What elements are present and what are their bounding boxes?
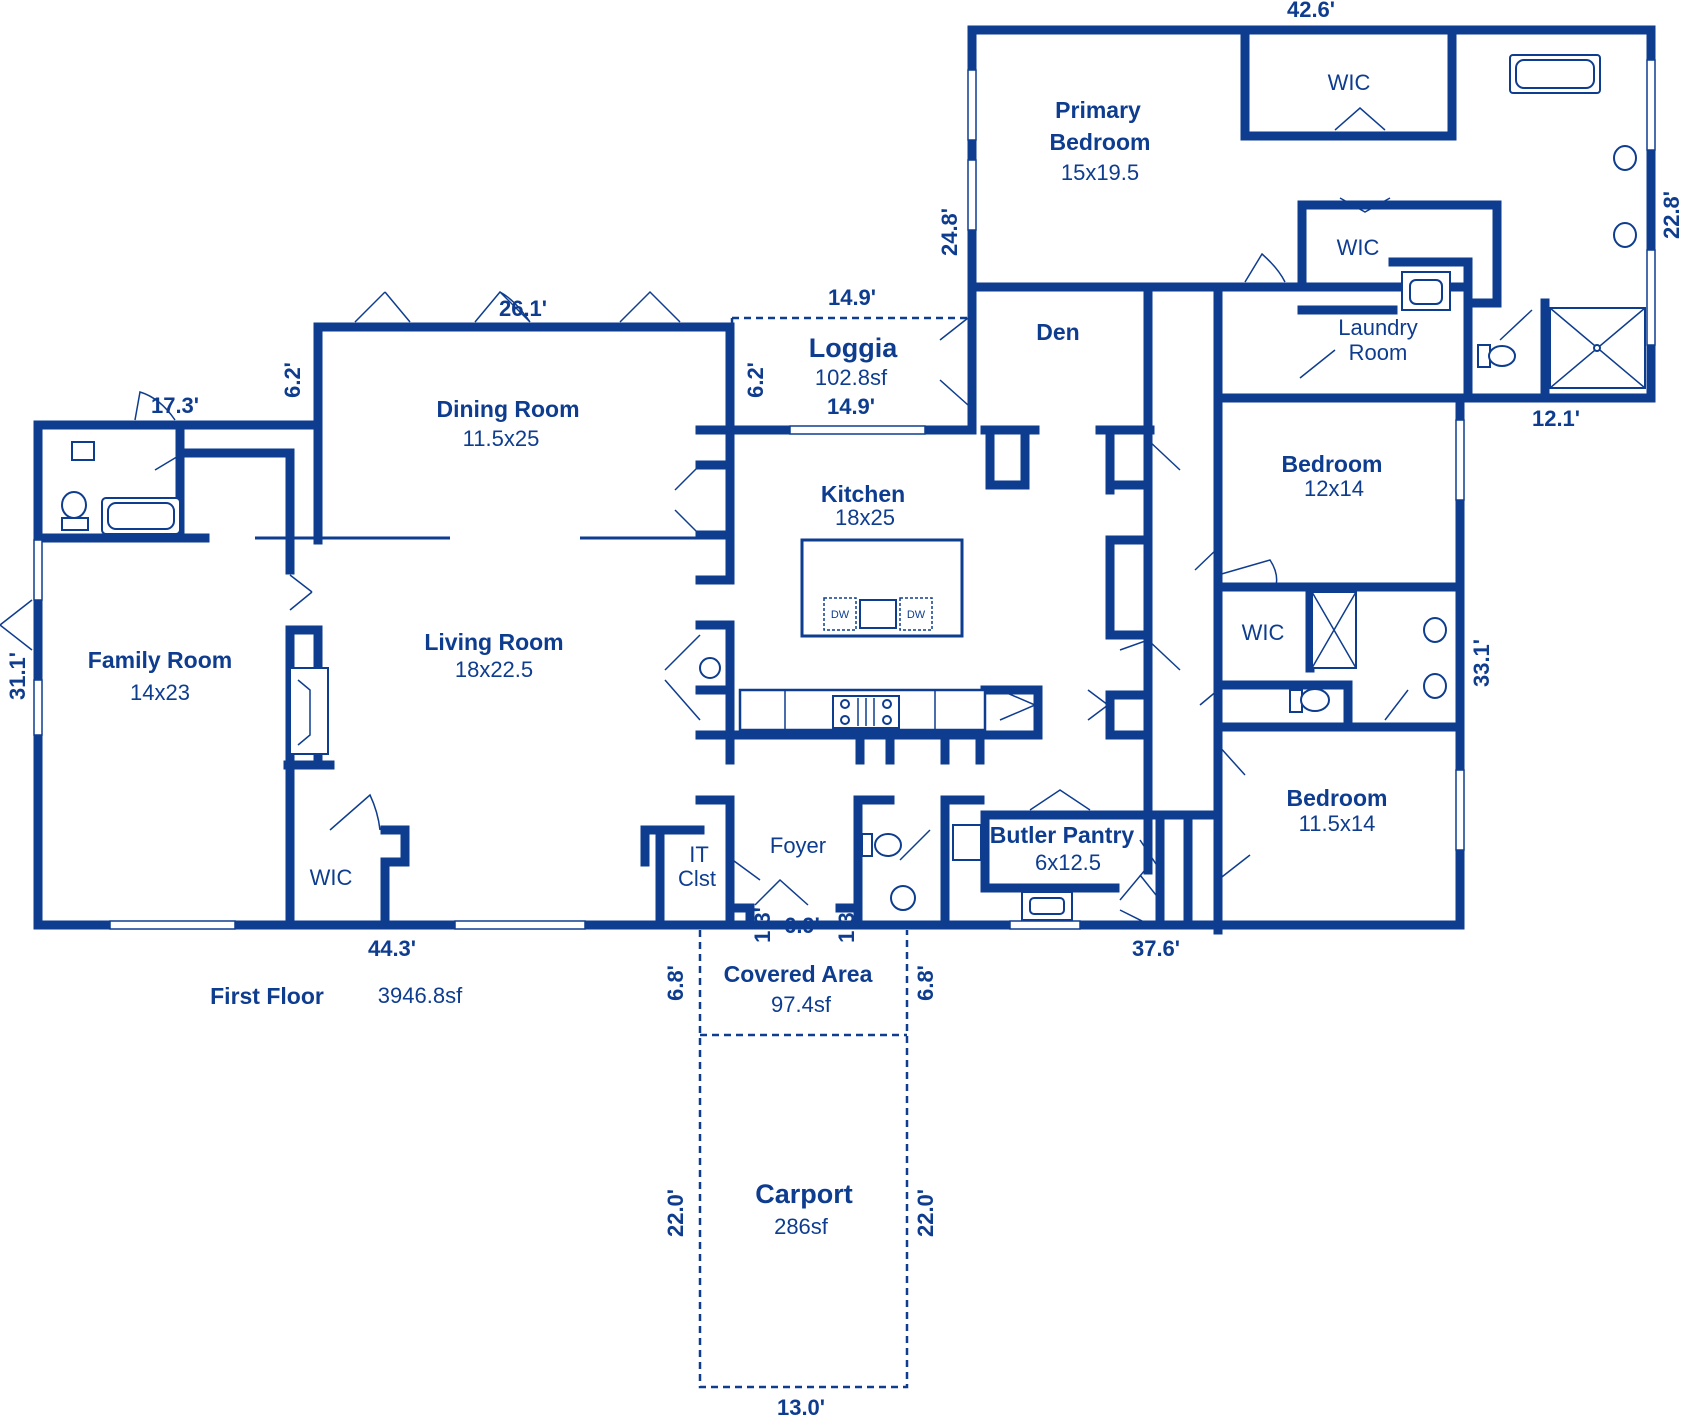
dishwasher-label-2: DW bbox=[907, 609, 926, 621]
floor-area: 3946.8sf bbox=[378, 983, 463, 1008]
bedroom-a-size: 12x14 bbox=[1304, 476, 1364, 501]
wic-family-label: WIC bbox=[310, 865, 353, 890]
partition-lines bbox=[255, 285, 1393, 540]
dashed-outlines bbox=[698, 316, 968, 1389]
bedroom-b-size: 11.5x14 bbox=[1299, 811, 1376, 836]
dim-loggia-bottom: 14.9' bbox=[827, 394, 875, 419]
dim-bottom-left: 44.3' bbox=[368, 936, 416, 961]
wic-primary-label: WIC bbox=[1328, 70, 1371, 95]
dim-dining-left: 6.2' bbox=[280, 362, 305, 398]
dim-entry-width: 6.9' bbox=[784, 913, 820, 938]
dim-top-primary: 42.6' bbox=[1287, 0, 1335, 22]
loggia-size: 102.8sf bbox=[815, 365, 888, 390]
living-room-name: Living Room bbox=[424, 629, 563, 655]
dim-covered-right: 6.8' bbox=[913, 965, 938, 1001]
kitchen-name: Kitchen bbox=[821, 481, 905, 507]
wic-primary2-label: WIC bbox=[1337, 235, 1380, 260]
wic-bedroom-label: WIC bbox=[1242, 620, 1285, 645]
dim-bottom-right: 37.6' bbox=[1132, 936, 1180, 961]
dim-right-primary: 22.8' bbox=[1659, 191, 1683, 239]
dishwasher-label-1: DW bbox=[831, 609, 850, 621]
dim-bath-top: 17.3' bbox=[151, 393, 199, 418]
windows bbox=[33, 59, 1656, 930]
butler-pantry-name: Butler Pantry bbox=[990, 822, 1135, 848]
butler-pantry-size: 6x12.5 bbox=[1035, 850, 1101, 875]
dimension-labels: 42.6' 12.1' 14.9' 14.9' 26.1' 17.3' 44.3… bbox=[5, 0, 1683, 1416]
dim-covered-left: 6.8' bbox=[663, 965, 688, 1001]
it-closet-name-1: IT bbox=[689, 842, 709, 867]
dim-bath-bottom: 12.1' bbox=[1532, 406, 1580, 431]
kitchen-size: 18x25 bbox=[835, 505, 895, 530]
covered-area-size: 97.4sf bbox=[771, 992, 832, 1017]
dim-family-left: 31.1' bbox=[5, 652, 30, 700]
carport-name: Carport bbox=[755, 1179, 853, 1209]
dim-left-primary: 24.8' bbox=[937, 208, 962, 256]
dim-entry-right: 1.3' bbox=[834, 907, 859, 943]
foyer-label: Foyer bbox=[770, 833, 826, 858]
floor-name: First Floor bbox=[210, 983, 324, 1009]
walls bbox=[33, 25, 1656, 935]
primary-bedroom-name-2: Bedroom bbox=[1050, 129, 1151, 155]
dim-dining-top: 26.1' bbox=[499, 296, 547, 321]
family-room-size: 14x23 bbox=[130, 680, 190, 705]
living-room-size: 18x22.5 bbox=[455, 657, 533, 682]
primary-bedroom-name-1: Primary bbox=[1055, 97, 1141, 123]
carport-size: 286sf bbox=[774, 1214, 829, 1239]
bedroom-b-name: Bedroom bbox=[1287, 785, 1388, 811]
it-closet-name-2: Clst bbox=[678, 866, 716, 891]
dim-carport-left: 22.0' bbox=[663, 1189, 688, 1237]
dim-entry-left: 1.3' bbox=[750, 907, 775, 943]
dim-carport-bottom: 13.0' bbox=[777, 1395, 825, 1416]
bedroom-a-name: Bedroom bbox=[1282, 451, 1383, 477]
den-label: Den bbox=[1036, 319, 1079, 345]
covered-area-name: Covered Area bbox=[724, 961, 873, 987]
fixtures: DW DW bbox=[61, 54, 1646, 921]
dim-carport-right: 22.0' bbox=[913, 1189, 938, 1237]
dim-loggia-side: 6.2' bbox=[743, 362, 768, 398]
primary-bedroom-size: 15x19.5 bbox=[1061, 160, 1139, 185]
laundry-name-1: Laundry bbox=[1338, 315, 1418, 340]
laundry-name-2: Room bbox=[1349, 340, 1408, 365]
dim-bedroom-right: 33.1' bbox=[1469, 639, 1494, 687]
dining-room-name: Dining Room bbox=[436, 396, 579, 422]
dim-loggia-top: 14.9' bbox=[828, 285, 876, 310]
room-labels: Primary Bedroom 15x19.5 WIC WIC Laundry … bbox=[88, 70, 1418, 1239]
dining-room-size: 11.5x25 bbox=[463, 426, 540, 451]
family-room-name: Family Room bbox=[88, 647, 232, 673]
loggia-name: Loggia bbox=[809, 333, 898, 363]
doors bbox=[0, 107, 1533, 926]
